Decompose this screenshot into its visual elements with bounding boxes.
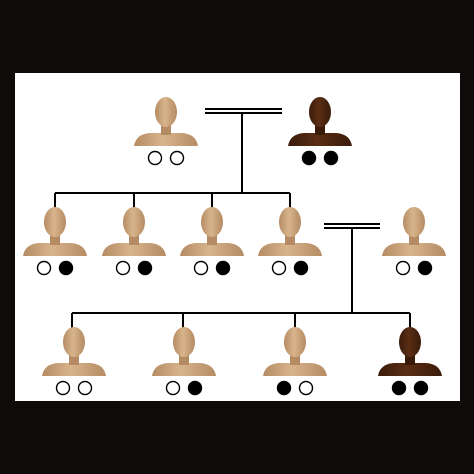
allele-black-icon (137, 260, 153, 276)
allele-black-icon (391, 380, 407, 396)
figure-neck (207, 235, 217, 245)
allele-white-icon (193, 260, 209, 276)
figure-shoulders (382, 243, 446, 256)
person-g2-child-1 (23, 207, 87, 276)
figure-head (284, 327, 306, 357)
figure-neck (161, 125, 171, 135)
person-g3-child-4 (378, 327, 442, 396)
figure-shoulders (23, 243, 87, 256)
allele-black-icon (215, 260, 231, 276)
figure-neck (315, 125, 325, 135)
allele-black-icon (58, 260, 74, 276)
allele-white-icon (165, 380, 181, 396)
figure-neck (405, 355, 415, 365)
person-g1-father (134, 97, 198, 166)
allele-black-icon (293, 260, 309, 276)
figure-shoulders (263, 363, 327, 376)
figure-head (309, 97, 331, 127)
figure-head (279, 207, 301, 237)
figure-shoulders (42, 363, 106, 376)
allele-black-icon (417, 260, 433, 276)
allele-white-icon (115, 260, 131, 276)
allele-black-icon (187, 380, 203, 396)
figure-head (173, 327, 195, 357)
pedigree-panel (15, 73, 460, 401)
allele-black-icon (276, 380, 292, 396)
person-g1-mother (288, 97, 352, 166)
allele-black-icon (413, 380, 429, 396)
figure-head (44, 207, 66, 237)
allele-white-icon (55, 380, 71, 396)
person-g3-child-2 (152, 327, 216, 396)
person-g2-spouse (382, 207, 446, 276)
figure-shoulders (152, 363, 216, 376)
figure-neck (409, 235, 419, 245)
person-g2-child-3 (180, 207, 244, 276)
allele-black-icon (323, 150, 339, 166)
figure-shoulders (378, 363, 442, 376)
allele-white-icon (147, 150, 163, 166)
allele-white-icon (36, 260, 52, 276)
figure-head (403, 207, 425, 237)
figure-head (201, 207, 223, 237)
allele-white-icon (395, 260, 411, 276)
person-g2-child-4 (258, 207, 322, 276)
person-g3-child-3 (263, 327, 327, 396)
figure-shoulders (180, 243, 244, 256)
allele-white-icon (77, 380, 93, 396)
allele-black-icon (301, 150, 317, 166)
figure-shoulders (258, 243, 322, 256)
allele-white-icon (169, 150, 185, 166)
figure-head (123, 207, 145, 237)
figure-head (63, 327, 85, 357)
figure-neck (69, 355, 79, 365)
person-g2-child-2 (102, 207, 166, 276)
figure-neck (290, 355, 300, 365)
figure-head (155, 97, 177, 127)
figure-shoulders (288, 133, 352, 146)
figure-shoulders (102, 243, 166, 256)
figure-head (399, 327, 421, 357)
allele-white-icon (271, 260, 287, 276)
figure-neck (129, 235, 139, 245)
connector-lines (54, 108, 411, 330)
allele-white-icon (298, 380, 314, 396)
figure-neck (179, 355, 189, 365)
figure-neck (285, 235, 295, 245)
figure-neck (50, 235, 60, 245)
person-g3-child-1 (42, 327, 106, 396)
figure-shoulders (134, 133, 198, 146)
